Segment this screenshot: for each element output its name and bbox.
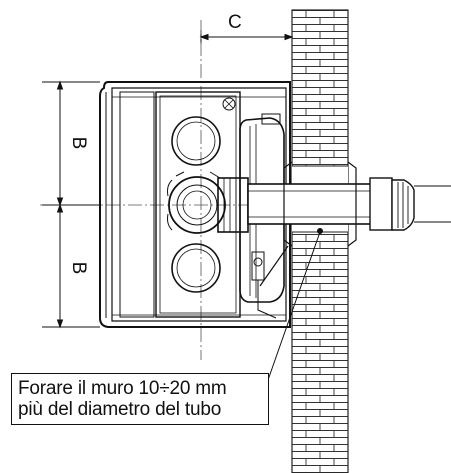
note-leader bbox=[267, 228, 323, 381]
dimension-c-label: C bbox=[228, 12, 242, 33]
drilling-note-line1: Forare il muro 10÷20 mm bbox=[18, 378, 227, 399]
dimension-b-upper-label: B bbox=[68, 137, 89, 150]
drilling-note: Forare il muro 10÷20 mm più del diametro… bbox=[11, 373, 269, 425]
dimension-c bbox=[199, 30, 294, 44]
dimension-b-lower-label: B bbox=[68, 262, 89, 275]
brick-wall bbox=[291, 9, 349, 473]
drilling-note-line2: più del diametro del tubo bbox=[18, 399, 222, 420]
flue-pipe bbox=[217, 161, 451, 247]
boiler-connections bbox=[167, 116, 226, 293]
dimension-b bbox=[42, 80, 100, 329]
